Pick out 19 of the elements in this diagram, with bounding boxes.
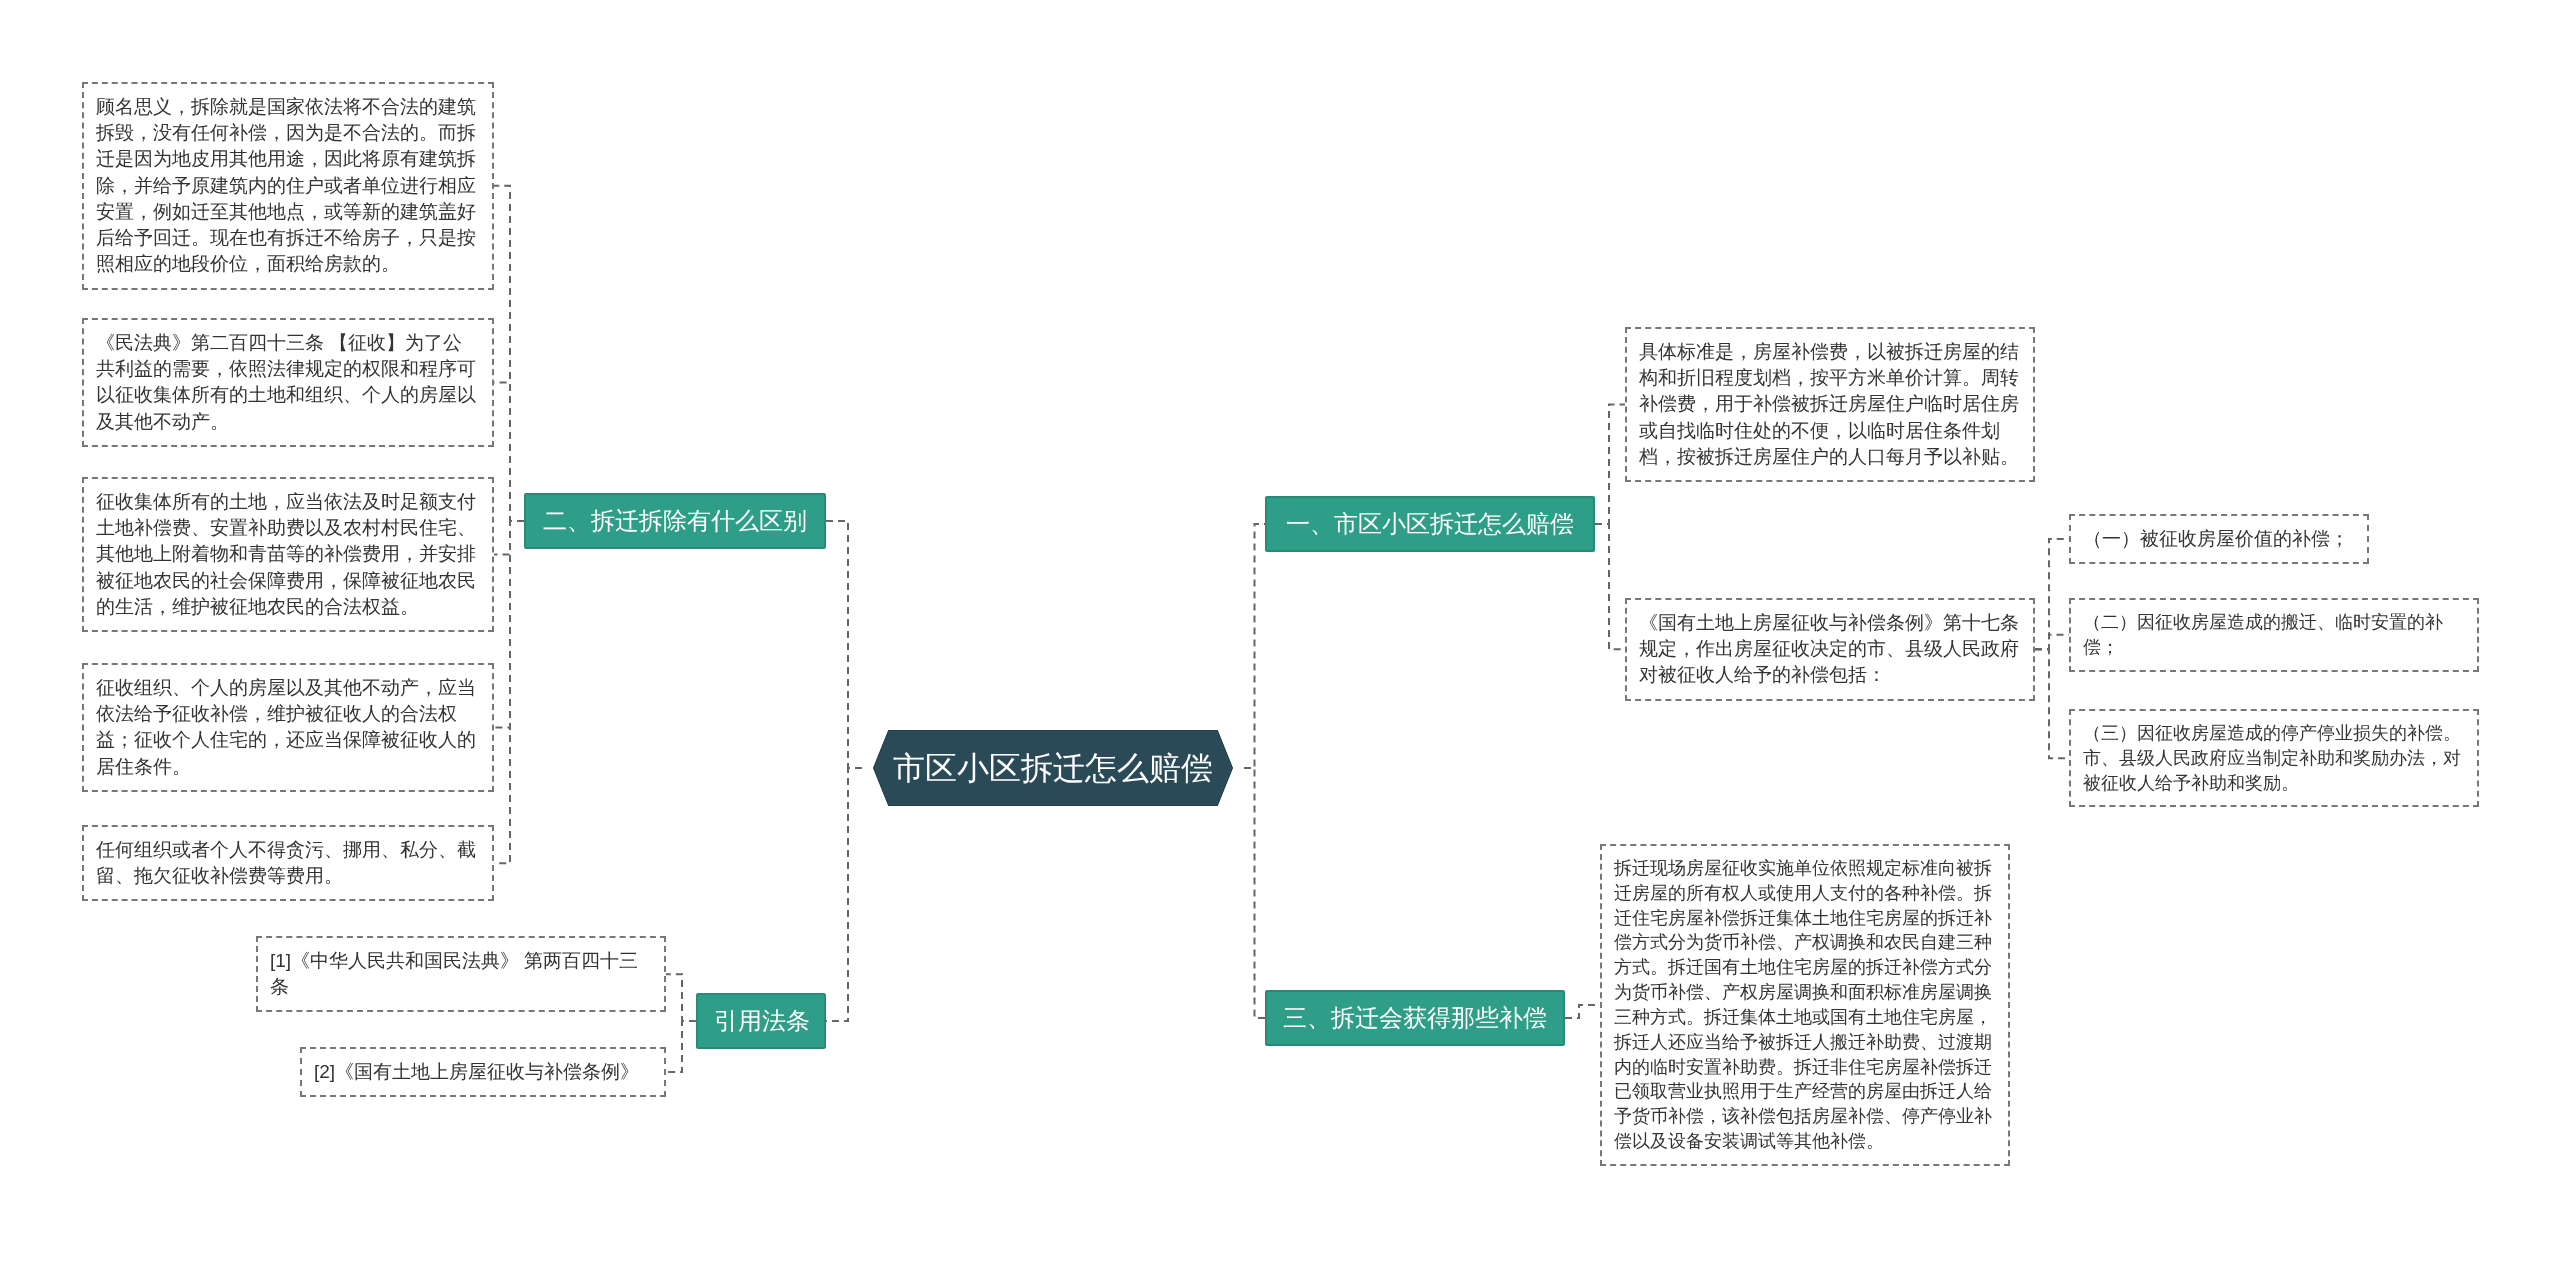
note-box: 征收组织、个人的房屋以及其他不动产，应当依法给予征收补偿，维护被征收人的合法权益；征收个人住宅的，还应当保障被征收人的居住条件。: [82, 663, 494, 792]
branch-topic-box: 二、拆迁拆除有什么区别: [524, 493, 826, 549]
note-box: 拆迁现场房屋征收实施单位依照规定标准向被拆迁房屋的所有权人或使用人支付的各种补偿。拆迁住宅房屋补偿拆迁集体土地住宅房屋的拆迁补偿方式分为货币补偿、产权调换和农民自建三种方式。拆迁国有土地住宅房屋的拆迁补偿方式分为货币补偿、产权房屋调换和面积标准房屋调换三种方式。拆迁集体土地或国有土地住宅房屋，拆迁人还应当给予被拆迁人搬迁补助费、过渡期内的临时安置补助费。拆迁非住宅房屋补偿拆迁已领取营业执照用于生产经营的房屋由拆迁人给予货币补偿，该补偿包括房屋补偿、停产停业补偿以及设备安装调试等其他补偿。: [1600, 844, 2010, 1166]
branch-topic-box: 引用法条: [696, 993, 826, 1049]
note-box: （三）因征收房屋造成的停产停业损失的补偿。市、县级人民政府应当制定补助和奖励办法，对被征收人给予补助和奖励。: [2069, 709, 2479, 808]
note-box: 《国有土地上房屋征收与补偿条例》第十七条规定，作出房屋征收决定的市、县级人民政府对被征收人给予的补偿包括：: [1625, 598, 2035, 701]
note-box: 征收集体所有的土地，应当依法及时足额支付土地补偿费、安置补助费以及农村村民住宅、其他地上附着物和青苗等的补偿费用，并安排被征地农民的社会保障费用，保障被征地农民的生活，维护被征地农民的合法权益。: [82, 477, 494, 633]
note-box: （一）被征收房屋价值的补偿；: [2069, 514, 2369, 565]
note-box: 具体标准是，房屋补偿费，以被拆迁房屋的结构和折旧程度划档，按平方米单价计算。周转补偿费，用于补偿被拆迁房屋住户临时居住房或自找临时住处的不便，以临时居住条件划档，按被拆迁房屋住户的人口每月予以补贴。: [1625, 327, 2035, 483]
note-box: （二）因征收房屋造成的搬迁、临时安置的补偿；: [2069, 598, 2479, 672]
note-box: 《民法典》第二百四十三条 【征收】为了公共利益的需要，依照法律规定的权限和程序可以征收集体所有的土地和组织、个人的房屋以及其他不动产。: [82, 318, 494, 447]
note-box: [2]《国有土地上房屋征收与补偿条例》: [300, 1047, 666, 1098]
connector-line: [665, 1020, 697, 1074]
note-box: 顾名思义，拆除就是国家依法将不合法的建筑拆毁，没有任何补偿，因为是不合法的。而拆迁是因为地皮用其他用途，因此将原有建筑拆除，并给予原建筑内的住户或者单位进行相应安置，例如迁至其他地点，或等新的建筑盖好后给予回迁。现在也有拆迁不给房子，只是按照相应的地段价位，面积给房款的。: [82, 82, 494, 290]
branch-topic-box: 一、市区小区拆迁怎么赔偿: [1265, 496, 1595, 552]
note-box: [1]《中华人民共和国民法典》 第两百四十三条: [256, 936, 666, 1013]
branch-topic-box: 三、拆迁会获得那些补偿: [1265, 990, 1565, 1046]
connector-line: [1243, 767, 1266, 1019]
note-box: 任何组织或者个人不得贪污、挪用、私分、截留、拖欠征收补偿费等费用。: [82, 825, 494, 902]
